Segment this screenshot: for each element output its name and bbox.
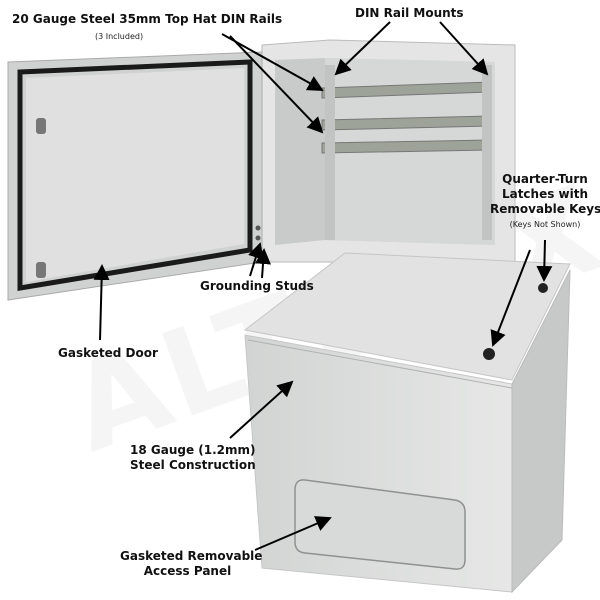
grounding-studs-label: Grounding Studs	[200, 279, 314, 293]
latch-icon	[538, 283, 548, 293]
din-rails-note: (3 Included)	[95, 32, 144, 41]
latch-icon	[483, 348, 495, 360]
open-enclosure	[7, 39, 516, 301]
steel-construction-line1: 18 Gauge (1.2mm)	[130, 443, 256, 457]
access-panel-line2: Access Panel	[143, 564, 232, 578]
latches-note: (Keys Not Shown)	[509, 220, 581, 229]
latches-line3: Removable Keys	[490, 202, 600, 216]
side-face	[511, 269, 571, 594]
steel-construction-line2: Steel Construction	[130, 458, 256, 472]
din-rails-label: 20 Gauge Steel 35mm Top Hat DIN Rails	[12, 12, 283, 26]
latches-line2: Latches with	[501, 187, 589, 201]
access-panel-line1: Gasketed Removable	[120, 549, 263, 563]
gasketed-door-label: Gasketed Door	[58, 346, 158, 360]
closed-enclosure	[243, 252, 571, 594]
latches-line1: Quarter-Turn	[502, 172, 588, 186]
din-rail-mount-left	[325, 65, 335, 240]
latches-label: Quarter-Turn Latches with Removable Keys…	[490, 172, 600, 232]
callout-arrows	[93, 21, 553, 551]
access-panel	[294, 479, 466, 570]
access-panel-label: Gasketed Removable Access Panel	[120, 549, 263, 579]
din-rail-mount-right	[482, 65, 492, 240]
din-rail-mounts-label: DIN Rail Mounts	[355, 6, 464, 20]
steel-construction-label: 18 Gauge (1.2mm) Steel Construction	[130, 443, 256, 473]
